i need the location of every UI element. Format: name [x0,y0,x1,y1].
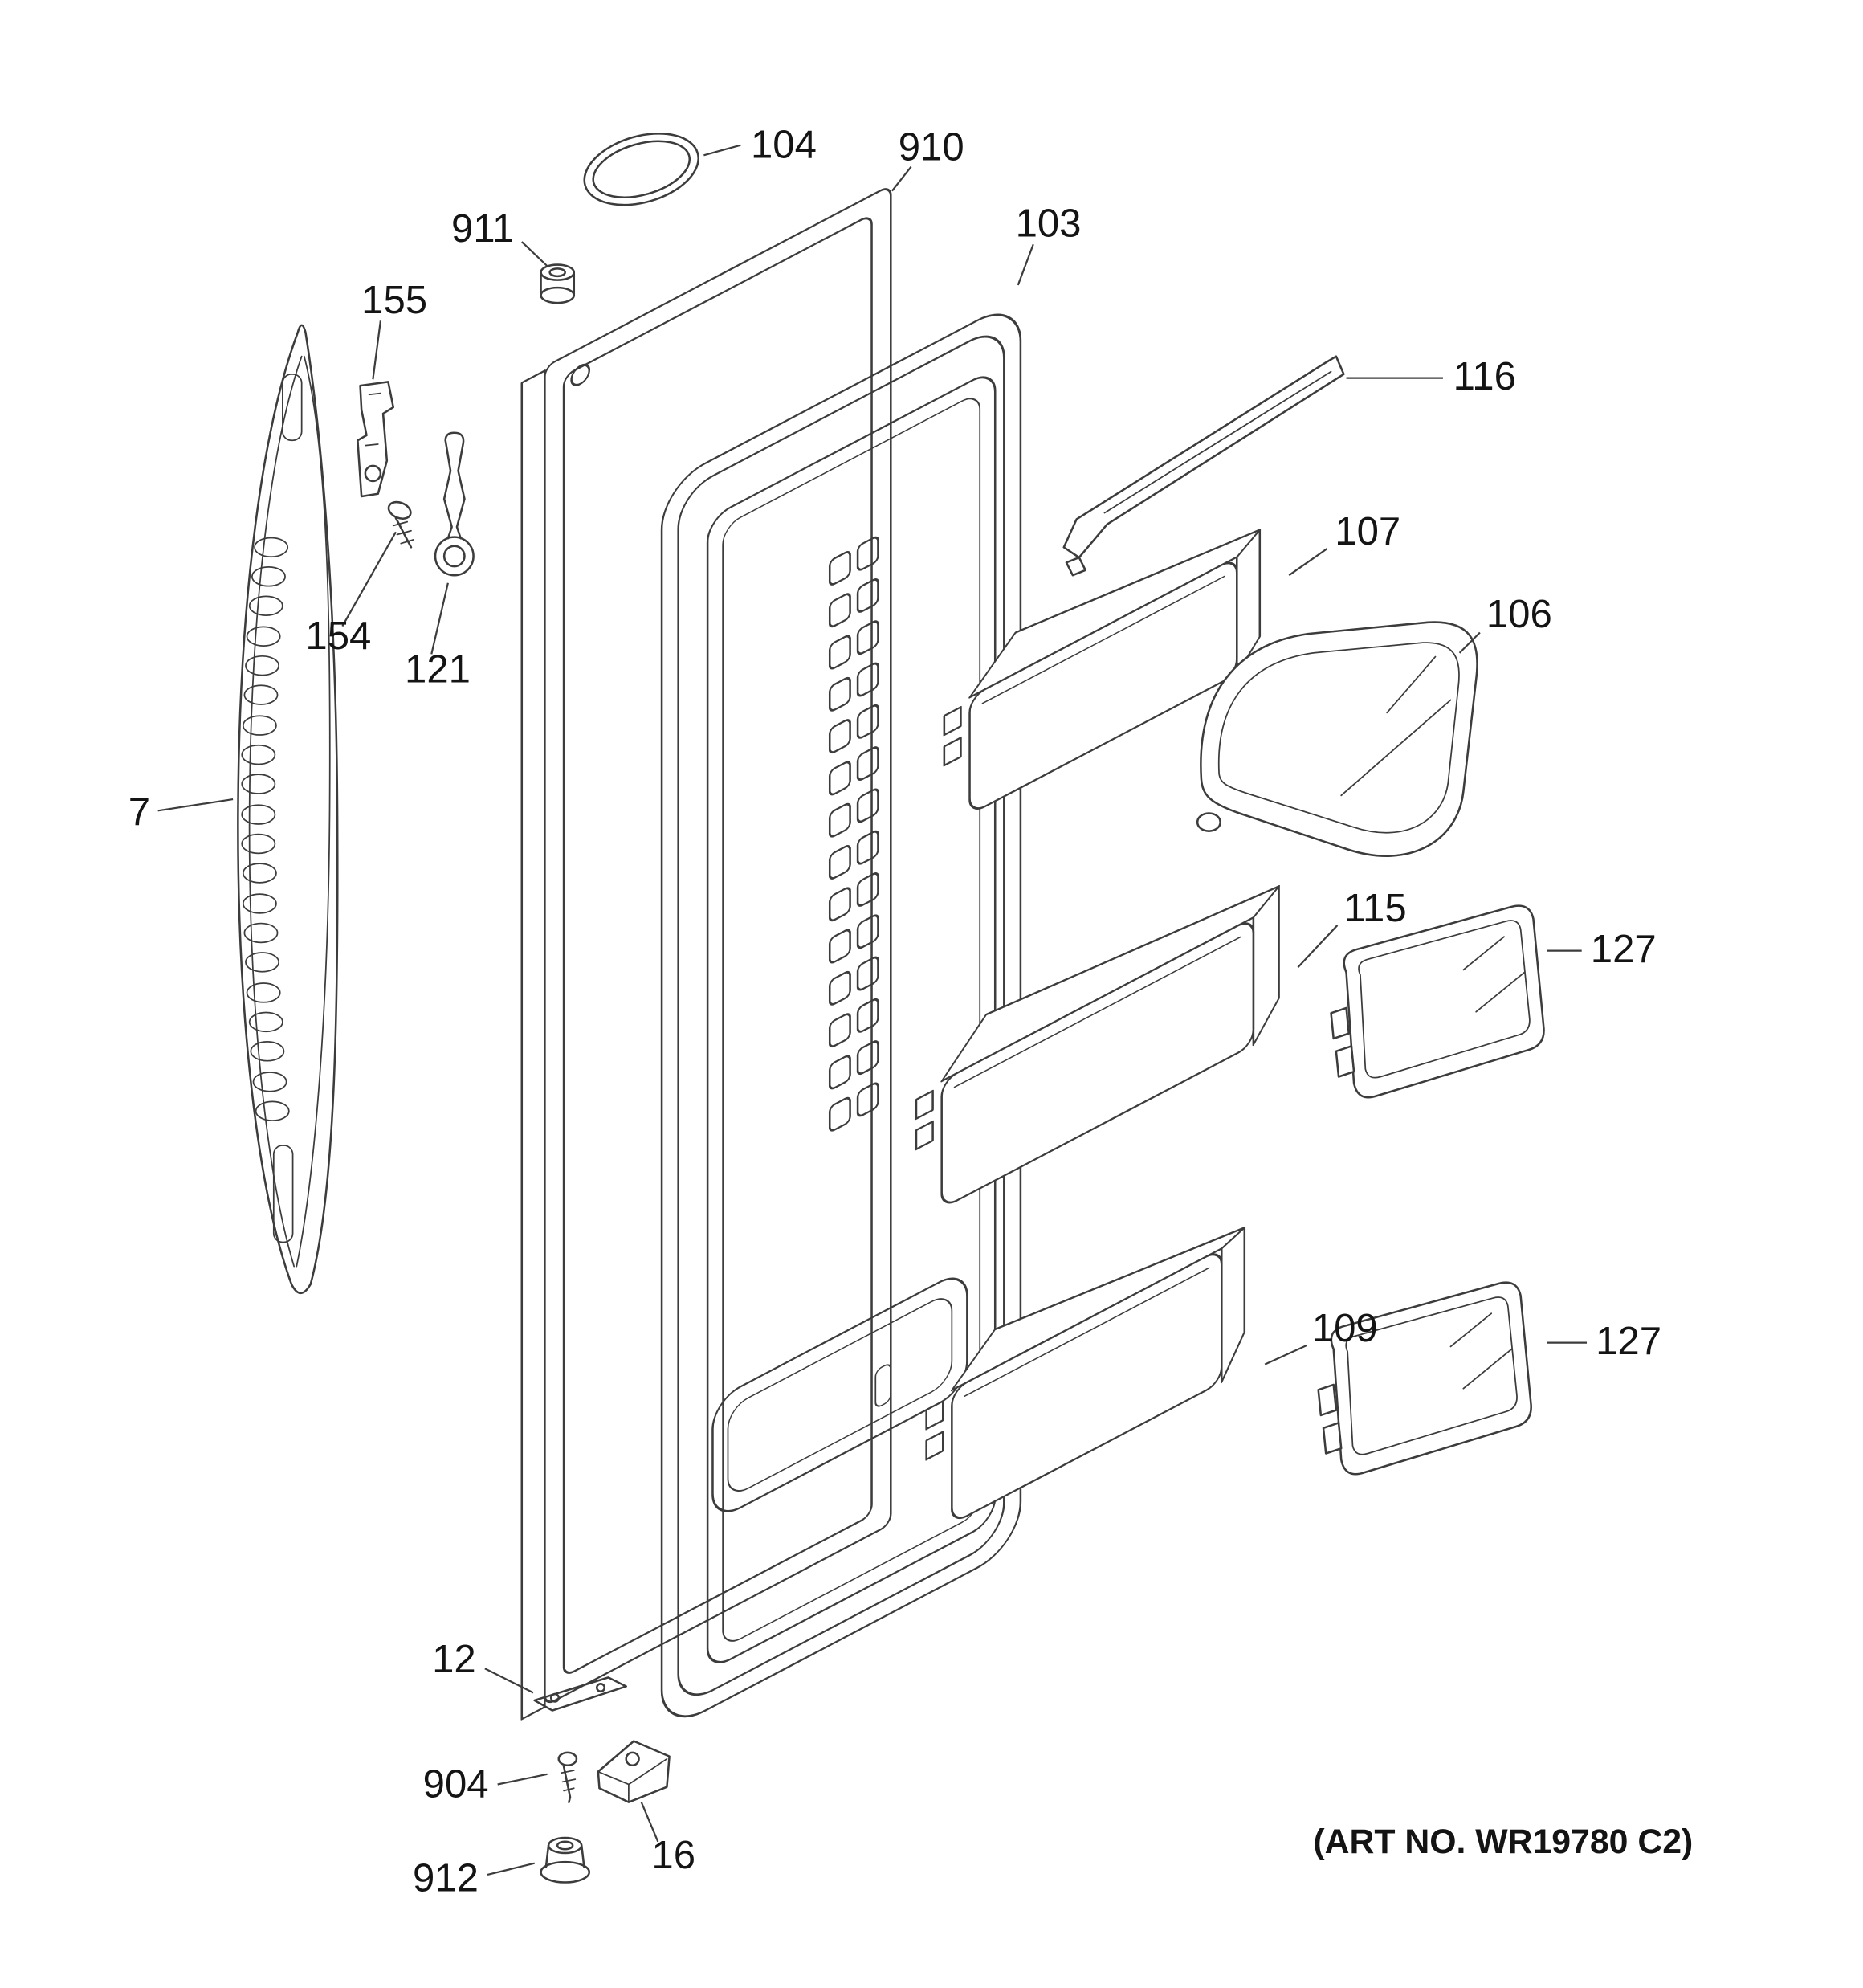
leader-lines [157,144,1588,1876]
door-bin-115 [915,884,1280,1204]
shelf-trim-116 [1062,355,1345,577]
callout-127-upper: 127 [1591,928,1657,971]
door-stop-16 [597,1740,671,1803]
callout-121: 121 [405,647,471,691]
dairy-cover-106 [1196,621,1478,857]
bracket-plate-12 [533,1676,627,1712]
callout-109: 109 [1312,1307,1378,1350]
callout-16: 16 [651,1834,695,1877]
screw-904 [557,1751,578,1803]
callout-103: 103 [1016,202,1082,246]
door-tray-front-127-upper [1330,904,1545,1099]
door-liner [706,376,997,1663]
door-handle-7 [237,324,339,1295]
door-bin-107 [943,529,1262,810]
callout-12: 12 [432,1638,476,1681]
callout-labels: 104 910 911 155 103 116 107 106 154 121 … [128,123,1661,1900]
hinge-foot-912 [540,1836,591,1884]
door-gasket-103 [660,313,1022,1718]
callout-115: 115 [1343,887,1406,930]
hinge-bracket-155 [357,381,395,498]
callout-106: 106 [1486,593,1552,636]
callout-154: 154 [305,614,371,658]
callout-912: 912 [413,1857,479,1900]
retainer-strap-121 [434,431,475,577]
door-panel-910 [520,188,892,1721]
callout-7: 7 [128,790,150,834]
oval-trim-104 [583,133,699,206]
callout-904: 904 [423,1762,489,1806]
callout-107: 107 [1335,510,1400,553]
callout-911: 911 [451,207,514,251]
art-number: (ART NO. WR19780 C2) [1313,1823,1693,1861]
hinge-grommet-911 [540,263,576,304]
screw-154 [387,500,414,549]
door-bin-109 [925,1226,1246,1520]
callout-116: 116 [1453,355,1516,398]
callout-910: 910 [899,126,964,169]
callout-127-lower: 127 [1596,1320,1661,1363]
callout-155: 155 [361,279,427,322]
callout-104: 104 [751,123,817,166]
